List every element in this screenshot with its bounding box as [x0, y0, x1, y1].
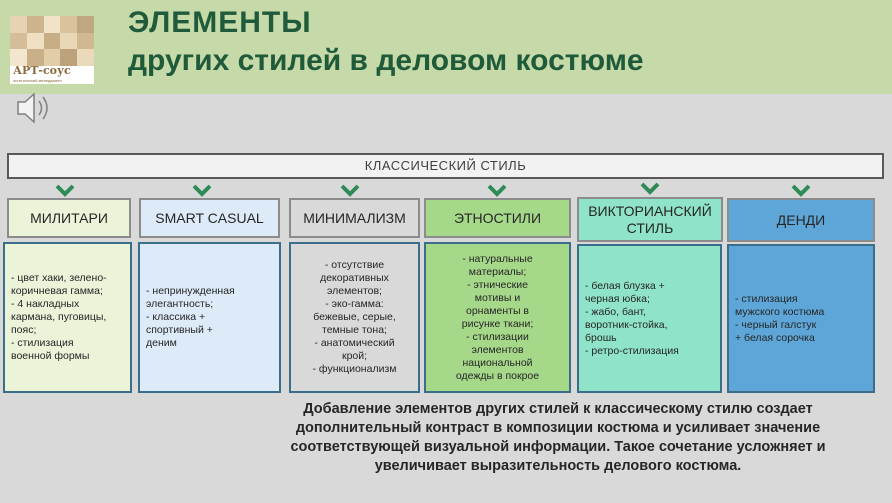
category-title: ДЕНДИ	[776, 211, 826, 228]
description-line: - цвет хаки, зелено-	[11, 272, 107, 284]
category-title: ЭТНОСТИЛИ	[453, 209, 542, 226]
category-dandy: ДЕНДИ	[727, 198, 875, 242]
summary-line: Добавление элементов других стилей к кла…	[303, 401, 813, 417]
header-band: АРТ-соус эстетический менеджмент ЭЛЕМЕНТ…	[0, 0, 892, 94]
description-line: крой;	[341, 350, 368, 362]
category-smart-casual: SMART CASUAL	[139, 198, 280, 238]
logo-mosaic	[10, 16, 94, 66]
description-line: - классика +	[146, 311, 206, 323]
logo-brand-text: АРТ-соус	[13, 64, 71, 77]
description-line: - отсутствие	[324, 259, 385, 271]
chevron-down-icon	[791, 184, 811, 197]
description-line: элегантность;	[146, 298, 214, 310]
chevron-down-icon	[640, 182, 660, 195]
description-ethno: - натуральные материалы; - этнические мо…	[424, 242, 571, 393]
category-ethno: ЭТНОСТИЛИ	[424, 198, 571, 238]
chevron-down-icon	[55, 184, 75, 197]
description-militari: - цвет хаки, зелено- коричневая гамма; -…	[3, 242, 132, 393]
description-line: - стилизация	[735, 292, 798, 305]
category-title: МИЛИТАРИ	[30, 209, 108, 226]
description-line: - ретро-стилизация	[585, 344, 679, 357]
description-line: - непринужденная	[146, 285, 235, 297]
description-line: - жабо, бант,	[585, 305, 646, 318]
category-title: ВИКТОРИАНСКИЙ	[588, 202, 712, 219]
description-line: брошь	[585, 331, 617, 344]
description-line: - стилизации	[466, 330, 529, 343]
description-line: элементов	[471, 343, 524, 356]
description-line: воротник-стойка,	[585, 318, 668, 331]
description-line: спортивный +	[146, 324, 213, 336]
description-line: материалы;	[468, 265, 527, 278]
category-title: СТИЛЬ	[626, 219, 674, 236]
description-line: мотивы и	[474, 291, 521, 304]
chevron-down-icon	[340, 184, 360, 197]
description-line: бежевые, серые,	[313, 311, 396, 323]
category-minimalism: МИНИМАЛИЗМ	[289, 198, 420, 238]
description-line: + белая сорочка	[735, 331, 815, 344]
category-title: МИНИМАЛИЗМ	[303, 209, 406, 226]
chevron-down-icon	[192, 184, 212, 197]
description-line: кармана, пуговицы,	[11, 311, 107, 323]
description-line: - функционализм	[312, 363, 397, 375]
description-line: пояс;	[11, 324, 37, 336]
description-line: элементов;	[327, 285, 382, 297]
summary-line: увеличивает выразительность делового кос…	[374, 458, 742, 474]
description-smart-casual: - непринужденная элегантность; - классик…	[138, 242, 281, 393]
category-victorian: ВИКТОРИАНСКИЙ СТИЛЬ	[577, 197, 723, 242]
description-line: - анатомический	[314, 337, 395, 349]
category-militari: МИЛИТАРИ	[7, 198, 131, 238]
description-line: мужского костюма	[735, 305, 825, 318]
description-line: - 4 накладных	[11, 298, 80, 310]
description-line: - этнические	[467, 278, 528, 291]
logo-tagline: эстетический менеджмент	[13, 78, 62, 83]
description-line: рисунке ткани;	[461, 317, 534, 330]
logo: АРТ-соус эстетический менеджмент	[10, 16, 94, 84]
classic-style-box: КЛАССИЧЕСКИЙ СТИЛЬ	[7, 153, 884, 179]
description-line: темные тона;	[322, 324, 387, 336]
chevron-down-icon	[487, 184, 507, 197]
description-minimalism: - отсутствие декоративных элементов; - э…	[289, 242, 420, 393]
category-title: SMART CASUAL	[155, 209, 264, 226]
page-title-line1: ЭЛЕМЕНТЫ	[128, 6, 312, 39]
summary-text: Добавление элементов других стилей к кла…	[238, 400, 878, 476]
summary-line: соответствующей визуальной информации. Т…	[290, 439, 826, 455]
speaker-icon[interactable]	[14, 86, 54, 130]
description-line: - стилизация	[11, 337, 74, 349]
description-line: - белая блузка +	[585, 279, 665, 292]
description-dandy: - стилизация мужского костюма - черный г…	[727, 244, 875, 393]
description-line: одежды в покрое	[455, 369, 540, 382]
description-line: коричневая гамма;	[11, 285, 103, 297]
summary-line: дополнительный контраст в композиции кос…	[295, 420, 821, 436]
description-line: деним	[146, 337, 177, 349]
description-line: национальной	[462, 356, 533, 369]
description-line: - натуральные	[462, 252, 533, 265]
description-line: орнаменты в	[465, 304, 530, 317]
description-line: - эко-гамма:	[325, 298, 384, 310]
description-line: военной формы	[11, 350, 90, 362]
description-line: черная юбка;	[585, 292, 650, 305]
description-line: декоративных	[320, 272, 389, 284]
description-line: - черный галстук	[735, 318, 817, 331]
page-title-line2: других стилей в деловом костюме	[128, 44, 644, 77]
description-victorian: - белая блузка + черная юбка; - жабо, ба…	[577, 244, 722, 393]
